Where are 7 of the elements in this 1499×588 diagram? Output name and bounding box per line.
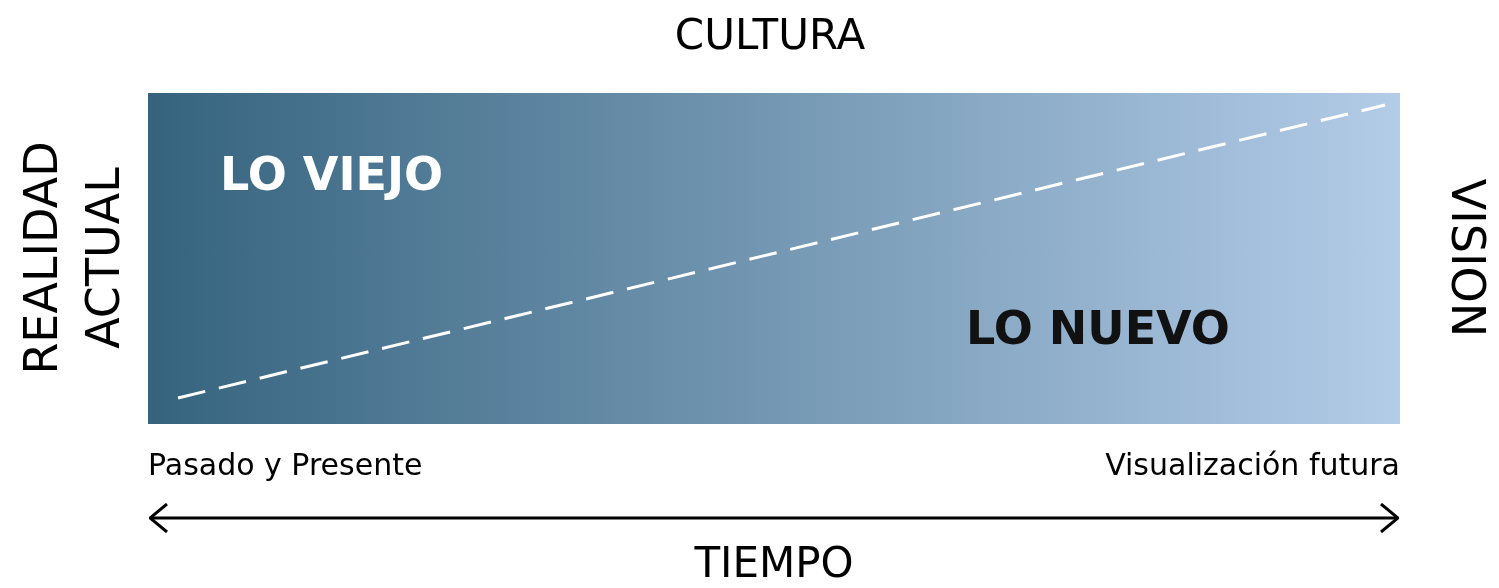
time-label: Pasado y Presente (148, 450, 423, 480)
region-label: LO NUEVO (966, 305, 1230, 351)
axis-label: REALIDAD ACTUAL (13, 140, 131, 377)
axis-label: TIEMPO (694, 542, 854, 584)
time-label: Visualización futura (1105, 450, 1400, 480)
title: CULTURA (674, 14, 866, 56)
axis-label: VISION (1445, 178, 1491, 338)
